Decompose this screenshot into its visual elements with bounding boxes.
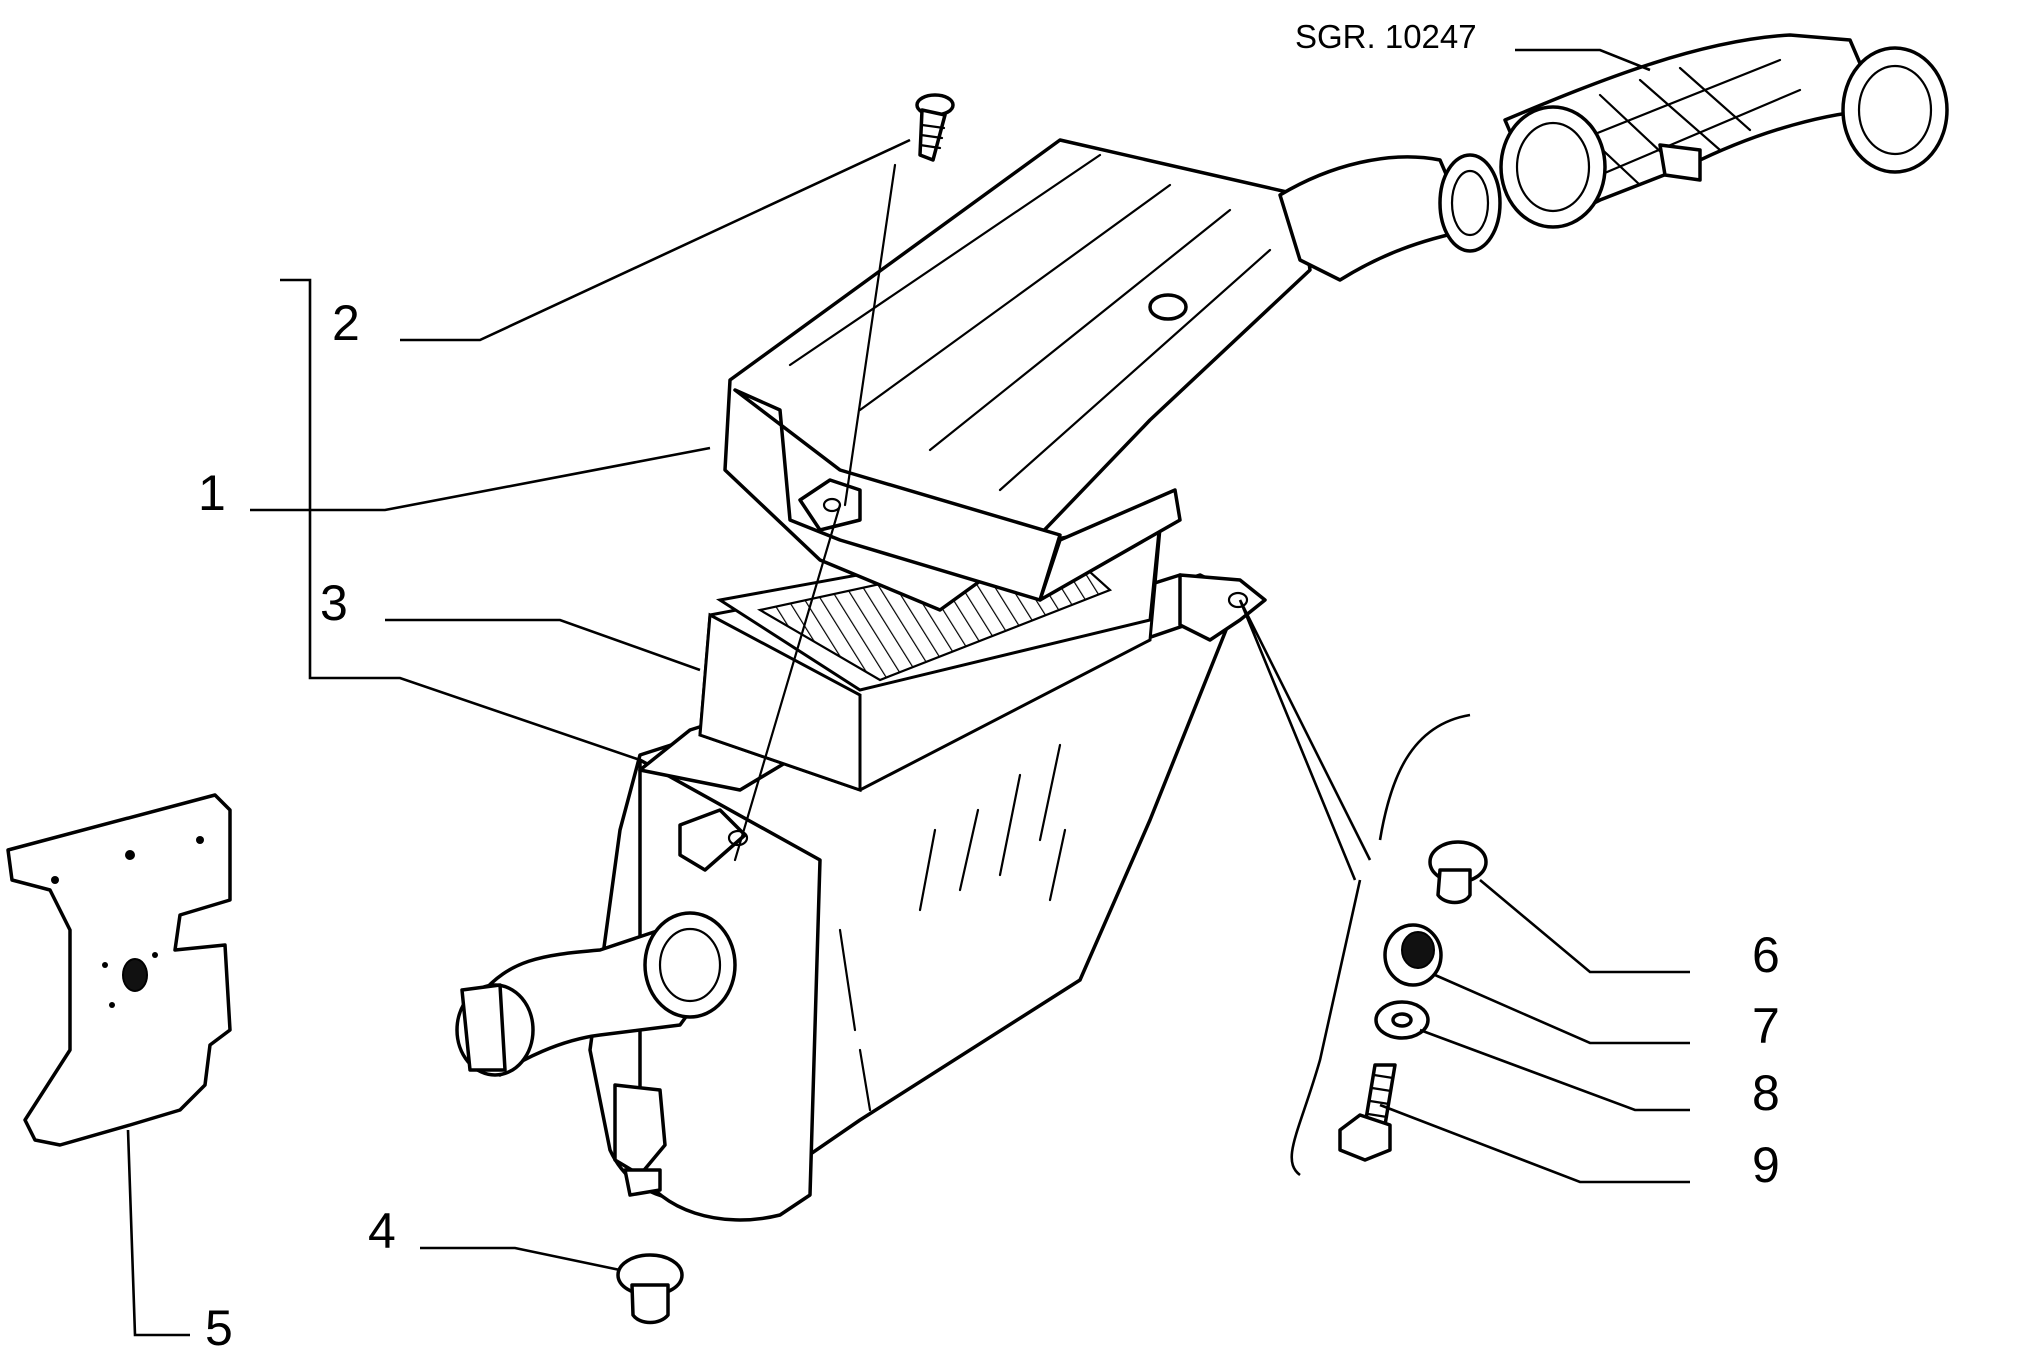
heat-shield-part-5: [6, 793, 232, 1147]
callout-1: 1: [198, 465, 226, 521]
callout-6: 6: [1752, 927, 1780, 983]
intake-hose: [1499, 33, 1949, 229]
leader-lines: [126, 48, 1690, 1337]
callout-8: 8: [1752, 1065, 1780, 1121]
drawing-reference: SGR. 10247: [1295, 18, 1477, 55]
grommet-part-4: [616, 1253, 684, 1325]
callout-4: 4: [368, 1203, 396, 1259]
fixing-kit: [1290, 713, 1488, 1177]
callout-3: 3: [320, 575, 348, 631]
callout-5: 5: [205, 1300, 233, 1351]
screw-part-2: [733, 93, 955, 862]
air-box-cover: [723, 138, 1502, 612]
callout-2: 2: [332, 295, 360, 351]
callout-9: 9: [1752, 1137, 1780, 1193]
callout-7: 7: [1752, 998, 1780, 1054]
